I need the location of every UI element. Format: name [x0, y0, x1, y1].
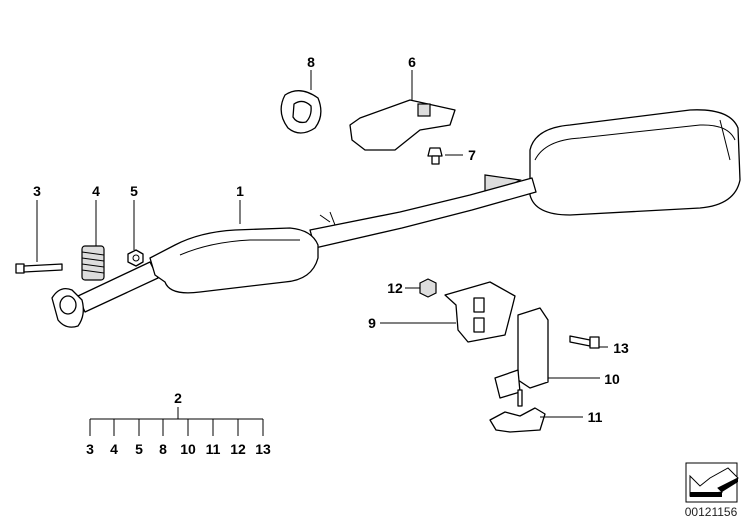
front-pipe-catalytic-converter[interactable] [51, 227, 319, 328]
callout-4[interactable]: 4 [92, 183, 100, 199]
kit-group-tree: 2 3 4 5 8 10 11 12 13 [86, 390, 271, 457]
middle-pipe[interactable] [309, 177, 537, 249]
rear-muffler[interactable] [484, 109, 741, 216]
kit-item: 11 [206, 441, 221, 457]
nut-part-12[interactable] [419, 278, 437, 298]
bolt-part-3[interactable] [15, 263, 63, 274]
leader-lines [36, 70, 608, 418]
hanger-part-9[interactable] [444, 281, 516, 343]
bracket-part-10[interactable] [494, 307, 549, 407]
kit-item: 8 [159, 441, 167, 457]
kit-item: 10 [180, 441, 196, 457]
kit-item: 12 [230, 441, 246, 457]
callout-11[interactable]: 11 [588, 409, 603, 425]
bolt-part-7[interactable] [427, 147, 443, 165]
spring-part-4[interactable] [81, 245, 105, 281]
callout-10[interactable]: 10 [604, 371, 620, 387]
callout-2[interactable]: 2 [174, 390, 182, 406]
callout-12[interactable]: 12 [387, 280, 403, 296]
callout-9[interactable]: 9 [368, 315, 376, 331]
callout-7[interactable]: 7 [468, 147, 476, 163]
rubber-mount-part-8[interactable] [280, 90, 322, 134]
bracket-part-6[interactable] [349, 99, 456, 151]
callout-6[interactable]: 6 [408, 54, 416, 70]
callout-3[interactable]: 3 [33, 183, 41, 199]
arrow-icon[interactable] [685, 462, 739, 503]
bolt-part-13[interactable] [569, 335, 600, 349]
kit-item: 3 [86, 441, 94, 457]
kit-item: 5 [135, 441, 143, 457]
kit-item: 4 [110, 441, 118, 457]
reference-number: 00121156 [685, 505, 738, 519]
callout-5[interactable]: 5 [130, 183, 138, 199]
kit-item: 13 [255, 441, 271, 457]
clip-part-11[interactable] [489, 407, 546, 433]
nut-part-5[interactable] [127, 249, 144, 267]
callout-8[interactable]: 8 [307, 54, 315, 70]
callout-13[interactable]: 13 [613, 340, 629, 356]
callout-1[interactable]: 1 [236, 183, 244, 199]
